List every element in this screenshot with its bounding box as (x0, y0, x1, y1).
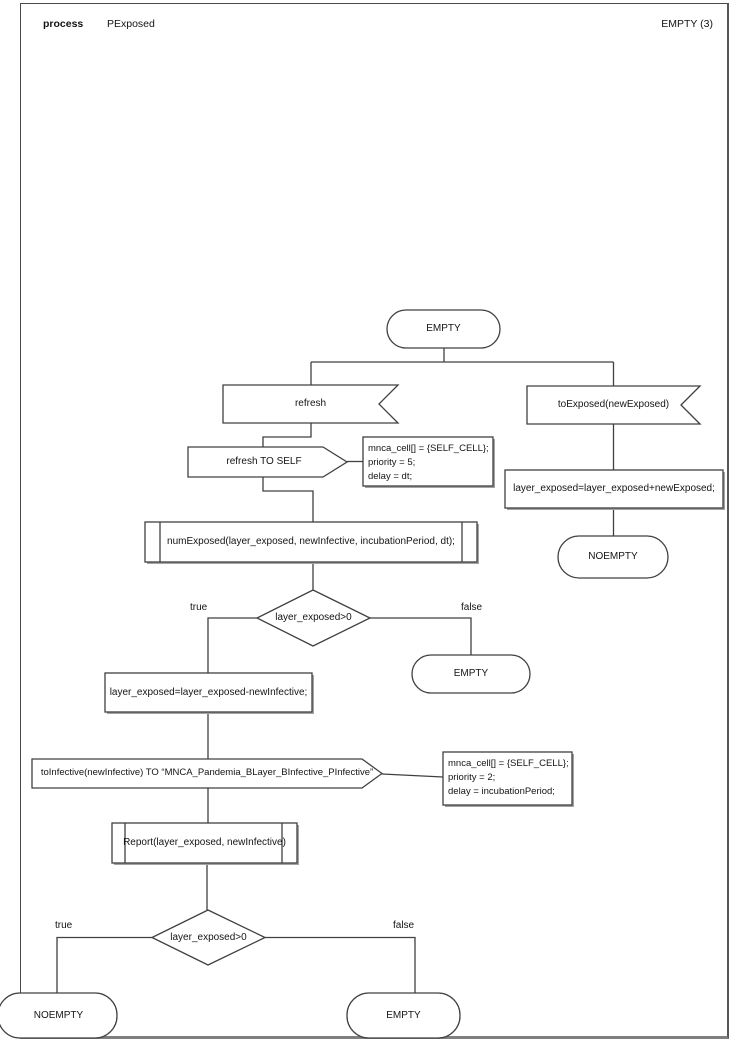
decision1-label: layer_exposed>0 (275, 612, 352, 624)
signal-refresh (222, 384, 400, 424)
process-keyword: process (43, 18, 84, 30)
decision-layer-exposed-2 (150, 909, 267, 966)
signal-toexposed-label: toExposed(newExposed) (557, 399, 670, 411)
decision2-label: layer_exposed>0 (170, 931, 247, 943)
state-noempty-bottom-label: NOEMPTY (33, 1009, 84, 1021)
state-empty-bottom-label: EMPTY (386, 1009, 421, 1021)
state-noempty-bottom (0, 992, 118, 1039)
state-empty-mid (411, 654, 531, 694)
signal-refresh-label: refresh (294, 398, 327, 410)
note1-line1: mnca_cell[] = {SELF_CELL}; (368, 443, 489, 454)
output-refresh-to-self (187, 446, 349, 478)
note1-line3: delay = dt; (368, 471, 413, 482)
procedure-numexposed-label: numExposed(layer_exposed, newInfective, … (167, 536, 455, 548)
state-empty-mid-label: EMPTY (453, 668, 489, 680)
note2-line3: delay = incubationPeriod; (448, 786, 555, 797)
connector-decision1-false (370, 617, 472, 655)
action-add-exposed-label: layer_exposed=layer_exposed+newExposed; (513, 483, 715, 495)
page-reference: EMPTY (3) (661, 18, 713, 30)
note-refresh-params-text: mnca_cell[] = {SELF_CELL}; priority = 5;… (363, 437, 498, 491)
decision-layer-exposed-1 (255, 589, 372, 647)
decision1-true-label: true (190, 602, 208, 613)
procedure-report-label: Report(layer_exposed, newInfective) (123, 837, 286, 849)
note-toinfective-params-text: mnca_cell[] = {SELF_CELL}; priority = 2;… (443, 752, 577, 810)
output-toinfective-label: toInfective(newInfective) TO “MNCA_Pande… (40, 767, 374, 779)
note2-line1: mnca_cell[] = {SELF_CELL}; (448, 758, 569, 769)
action-sub-infective (104, 672, 313, 713)
connector-decision2-false (265, 936, 416, 993)
note1-line2: priority = 5; (368, 457, 416, 468)
signal-toexposed (526, 385, 702, 425)
decision2-false-label: false (393, 920, 415, 931)
output-toinfective (31, 758, 384, 789)
decision2-true-label: true (55, 920, 73, 931)
connectors (56, 348, 615, 993)
state-noempty-right (557, 535, 669, 579)
connector-decision1-true (207, 617, 257, 673)
connector-self-to-numexposed (262, 477, 314, 522)
note-refresh-params (362, 436, 494, 487)
state-noempty-right-label: NOEMPTY (588, 551, 638, 563)
decision1-false-label: false (461, 602, 483, 613)
connector-note2 (381, 773, 444, 778)
action-sub-infective-label: layer_exposed=layer_exposed-newInfective… (109, 686, 308, 698)
connector-refresh-to-self (262, 423, 312, 447)
connector-decision2-true (56, 936, 152, 993)
procedure-numexposed (144, 521, 478, 563)
process-name: PExposed (107, 18, 155, 30)
note-toinfective-params (442, 751, 573, 806)
state-empty-top-label: EMPTY (426, 323, 461, 335)
output-refresh-to-self-label: refresh TO SELF (226, 456, 302, 468)
state-empty-top (386, 309, 501, 349)
state-empty-bottom (346, 992, 461, 1039)
action-add-exposed (504, 469, 724, 509)
note2-line2: priority = 2; (448, 772, 496, 783)
procedure-report (111, 822, 298, 864)
